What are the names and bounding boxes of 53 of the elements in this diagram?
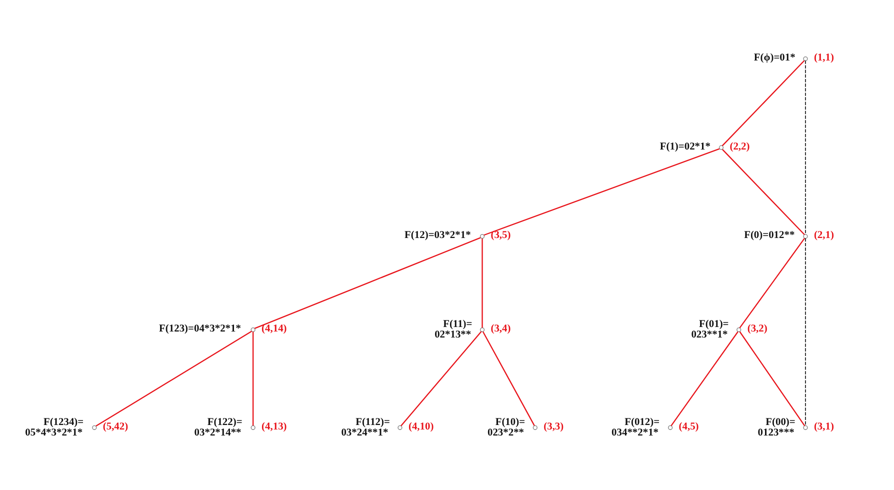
connector: [739, 330, 806, 426]
connector: [739, 237, 806, 328]
node-circle: [92, 424, 97, 430]
node-circle: [398, 424, 402, 430]
node-label: F(01)= 023**1*: [691, 318, 729, 340]
connector: [252, 331, 254, 426]
node-label: (3,4): [490, 323, 511, 334]
node-circle: [668, 424, 673, 430]
node-label: (4,13): [262, 421, 287, 432]
node-label: (4,10): [408, 421, 434, 432]
node-circle: [736, 326, 742, 332]
node-circle: [803, 56, 808, 61]
connector: [482, 330, 535, 426]
node-label: F(122)= 03*2*14**: [194, 416, 242, 438]
node-label: (3,5): [490, 230, 511, 241]
connector: [254, 236, 481, 328]
node-label: F(112)= 03*24**1*: [341, 416, 390, 438]
node-circle: [532, 424, 538, 430]
node-label: (4,5): [678, 421, 699, 432]
connector: [482, 238, 483, 328]
node-circle: [480, 326, 485, 332]
node-label: (4,14): [262, 323, 287, 334]
node-label: (3,3): [544, 421, 564, 432]
node-circle: [718, 144, 724, 150]
node-label: (5,42): [102, 421, 128, 432]
node-label: F(10)= 023*2**: [487, 416, 526, 438]
connector: [670, 330, 738, 426]
node-label: F(012)= 034**2*1*: [612, 416, 660, 438]
node-label: F(123)=04*3*2*1*: [159, 323, 241, 334]
connector: [400, 330, 482, 426]
node-circle: [803, 424, 808, 430]
connector: [484, 148, 720, 236]
node-label: (2,1): [814, 230, 834, 241]
connector: [96, 330, 252, 426]
node-label: (3,2): [747, 323, 768, 334]
node-circle: [250, 326, 256, 332]
connector: [722, 60, 805, 146]
node-circle: [803, 234, 808, 238]
connector: [722, 148, 805, 235]
connector: [805, 238, 806, 426]
node-circle: [480, 234, 485, 238]
node-label: F(00)= 0123***: [758, 416, 796, 438]
node-label: (3,1): [814, 421, 834, 432]
node-label: (1,1): [814, 52, 834, 64]
node-label: (2,2): [730, 140, 750, 152]
node-label: F(1234)= 05*4*3*2*1*: [25, 416, 84, 438]
node-label: F(1)=02*1*: [660, 140, 710, 152]
node-label: F(11)= 02*13**: [434, 318, 472, 340]
node-label: F(0)=012**: [744, 230, 795, 241]
connector: [805, 60, 806, 234]
node-label: F(ϕ)=01*: [754, 52, 796, 64]
node-circle: [250, 424, 256, 430]
node-label: F(12)=03*2*1*: [404, 230, 471, 241]
